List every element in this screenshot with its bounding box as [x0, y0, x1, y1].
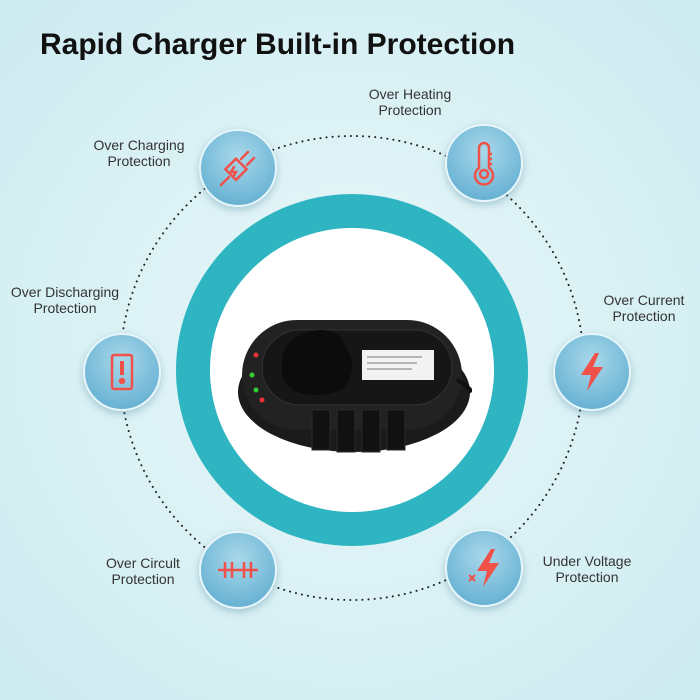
over-discharging-badge [83, 333, 161, 411]
over-charging-badge [199, 129, 277, 207]
over-circuit-badge [199, 531, 277, 609]
page-title: Rapid Charger Built-in Protection [40, 28, 516, 61]
under-voltage-badge [445, 529, 523, 607]
plug-bolt-icon [219, 150, 256, 187]
exclamation-icon [110, 353, 134, 391]
lightning-x-icon [468, 549, 499, 587]
over-heating-badge [445, 124, 523, 202]
over-current-badge [553, 333, 631, 411]
circuit-icon [218, 562, 258, 578]
thermometer-icon [473, 141, 495, 186]
lightning-icon [581, 353, 603, 391]
charger-image [238, 320, 472, 453]
